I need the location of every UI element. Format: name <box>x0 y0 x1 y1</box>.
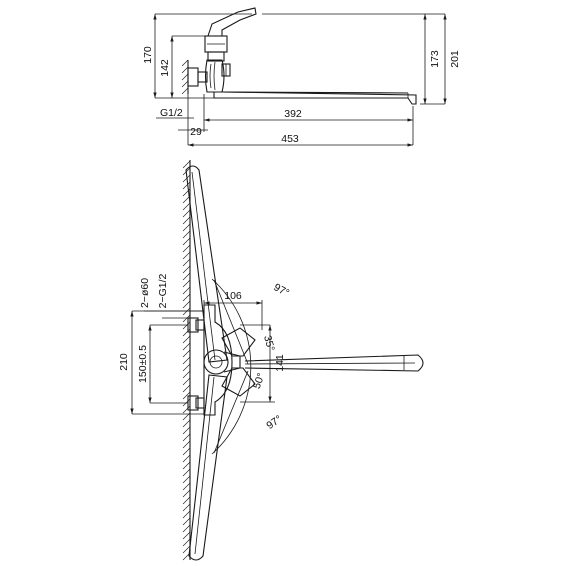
hatch-line <box>182 272 191 281</box>
plan-view: 97° 97° 2−ø60 2−G1/2 106 35° 50° 141 210… <box>118 160 424 561</box>
lower-eccentric-fitting <box>195 397 205 409</box>
label-210: 210 <box>118 353 130 371</box>
hatch-line <box>182 510 191 519</box>
hatch-line <box>182 328 191 337</box>
hatch-line <box>182 398 191 407</box>
hatch-line <box>182 321 191 330</box>
hatch-line <box>182 216 191 225</box>
hatch-line <box>182 202 191 211</box>
hatch-line <box>182 335 191 344</box>
hatch-line <box>182 447 191 456</box>
mixer-body <box>203 304 233 416</box>
hatch-line <box>182 230 191 239</box>
spout-swing-arc <box>211 278 252 455</box>
label-173: 173 <box>429 50 441 68</box>
label-453: 453 <box>281 133 299 145</box>
hatch-line <box>182 517 191 526</box>
hatch-line <box>182 531 191 540</box>
hatch-line <box>182 496 191 505</box>
hatch-line <box>182 342 191 351</box>
side-lever-handle <box>207 7 257 37</box>
label-97-bottom: 97° <box>264 413 284 432</box>
hatch-line <box>182 251 191 260</box>
hatch-line <box>182 223 191 232</box>
hatch-line <box>182 377 191 386</box>
side-spout <box>213 91 417 105</box>
hatch-line <box>182 482 191 491</box>
hatch-line <box>182 503 191 512</box>
lever-handle <box>203 327 256 397</box>
hatch-line <box>182 384 191 393</box>
side-view: 170 142 173 201 G1/2 392 29 453 <box>142 7 461 147</box>
hatch-line <box>182 300 191 309</box>
hatch-line <box>182 356 191 365</box>
hatch-line <box>182 258 191 267</box>
hatch-line <box>182 209 191 218</box>
hatch-line <box>182 307 191 316</box>
label-dia60: 2−ø60 <box>139 278 151 308</box>
hatch-line <box>182 538 191 547</box>
label-g12: G1/2 <box>160 107 183 119</box>
hatch-line <box>182 314 191 323</box>
hatch-line <box>182 433 191 442</box>
hatch-line <box>182 461 191 470</box>
label-141: 141 <box>274 354 286 372</box>
label-142: 142 <box>159 59 171 77</box>
hatch-line <box>182 279 191 288</box>
hatch-line <box>182 286 191 295</box>
side-reference-lines <box>155 13 445 145</box>
hatch-line <box>182 454 191 463</box>
label-g12-pair: 2−G1/2 <box>157 273 169 308</box>
label-170: 170 <box>142 46 154 64</box>
hatch-line <box>182 237 191 246</box>
hatch-line <box>182 475 191 484</box>
hatch-line <box>182 370 191 379</box>
label-29: 29 <box>190 126 202 138</box>
hatch-line <box>182 524 191 533</box>
hatch-line <box>182 468 191 477</box>
hatch-line <box>182 440 191 449</box>
label-392: 392 <box>284 108 302 120</box>
hatch-line <box>182 349 191 358</box>
hatch-line <box>182 293 191 302</box>
spout-swung-up <box>185 165 228 363</box>
hatch-line <box>182 363 191 372</box>
hatch-line <box>182 419 191 428</box>
label-150: 150±0.5 <box>137 345 149 383</box>
side-mixer-body <box>204 35 231 93</box>
hatch-line <box>182 545 191 554</box>
hatch-line <box>182 265 191 274</box>
hatch-line <box>182 244 191 253</box>
hatch-line <box>182 489 191 498</box>
side-wall-hatch <box>181 59 189 95</box>
label-201: 201 <box>449 50 461 68</box>
spout-straight <box>244 354 424 372</box>
label-97-top: 97° <box>272 281 292 299</box>
side-eccentric-nut <box>187 67 199 87</box>
hatch-line <box>182 160 191 169</box>
label-35: 35° <box>261 334 277 352</box>
hatch-line <box>182 426 191 435</box>
upper-eccentric-fitting <box>195 319 205 331</box>
spout-swung-down <box>188 374 228 561</box>
side-eccentric-fitting <box>197 71 208 83</box>
hatch-line <box>182 181 191 190</box>
hatch-line <box>182 405 191 414</box>
label-50: 50° <box>251 371 268 390</box>
hatch-line <box>182 391 191 400</box>
plan-wall-hatch-lines <box>182 160 191 561</box>
label-106: 106 <box>224 290 242 302</box>
